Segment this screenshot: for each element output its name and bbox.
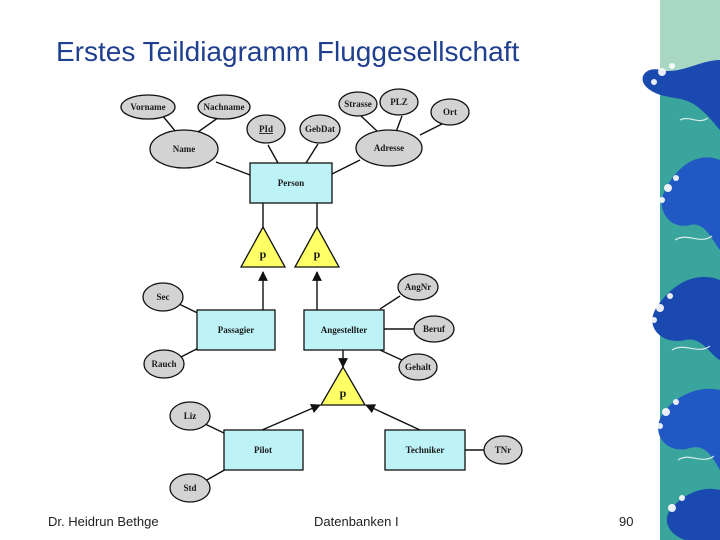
isa-arrows — [258, 271, 421, 431]
footer-page-number: 90 — [619, 514, 634, 529]
isa-passagier-label: p — [260, 247, 267, 261]
attribute-angnr: AngNr — [397, 273, 439, 301]
attribute-pid: PId — [246, 114, 286, 144]
attribute-gehalt-label: Gehalt — [405, 362, 431, 372]
attribute-liz-label: Liz — [184, 411, 197, 421]
entity-person-label: Person — [278, 178, 305, 188]
entity-angestellter-label: Angestellter — [321, 325, 367, 335]
entity-passagier: Passagier — [196, 309, 276, 351]
attribute-gebdat: GebDat — [299, 114, 341, 144]
footer-course: Datenbanken I — [314, 514, 399, 529]
isa-triangle-angestellter-sub: p — [319, 365, 367, 406]
attribute-std: Std — [169, 473, 211, 503]
attribute-name: Name — [149, 129, 219, 169]
attribute-tnr: TNr — [483, 435, 523, 465]
attribute-nachname: Nachname — [197, 94, 251, 120]
entities: Person Passagier Angestellter Pilot Tech… — [196, 162, 466, 471]
attribute-plz-label: PLZ — [390, 97, 408, 107]
connectors — [161, 114, 484, 482]
attribute-strasse: Strasse — [338, 91, 378, 117]
attribute-sec-label: Sec — [157, 292, 170, 302]
attribute-ort-label: Ort — [443, 107, 457, 117]
attribute-rauch: Rauch — [143, 349, 185, 379]
isa-angestellter-label: p — [314, 247, 321, 261]
attribute-nachname-label: Nachname — [204, 102, 245, 112]
attribute-pid-label: PId — [259, 124, 273, 134]
entity-techniker-label: Techniker — [406, 445, 445, 455]
attribute-adresse: Adresse — [355, 129, 423, 167]
attribute-tnr-label: TNr — [495, 445, 512, 455]
attribute-adresse-label: Adresse — [374, 143, 404, 153]
attribute-beruf: Beruf — [413, 315, 455, 343]
attribute-strasse-label: Strasse — [344, 99, 372, 109]
entity-pilot: Pilot — [223, 429, 304, 471]
attribute-liz: Liz — [169, 401, 211, 431]
attribute-std-label: Std — [183, 483, 196, 493]
isa-triangle-angestellter: p — [293, 225, 341, 268]
entity-techniker: Techniker — [384, 429, 466, 471]
entity-pilot-label: Pilot — [254, 445, 272, 455]
attribute-ort: Ort — [430, 98, 470, 126]
entity-passagier-label: Passagier — [218, 325, 255, 335]
attribute-gebdat-label: GebDat — [305, 124, 335, 134]
attribute-sec: Sec — [142, 282, 184, 312]
attribute-angnr-label: AngNr — [405, 282, 432, 292]
wave-decoration — [642, 0, 720, 540]
isa-triangle-passagier: p — [239, 225, 287, 268]
footer-author: Dr. Heidrun Bethge — [48, 514, 159, 529]
isa-angestellter-sub-label: p — [340, 386, 347, 400]
attributes: Vorname Nachname Strasse PLZ Ort PId Geb… — [120, 88, 523, 503]
slide-title: Erstes Teildiagramm Fluggesellschaft — [56, 36, 520, 67]
attribute-name-label: Name — [173, 144, 196, 154]
attribute-rauch-label: Rauch — [151, 359, 176, 369]
attribute-plz: PLZ — [379, 88, 419, 116]
attribute-gehalt: Gehalt — [398, 353, 438, 381]
attribute-vorname-label: Vorname — [130, 102, 165, 112]
attribute-vorname: Vorname — [120, 94, 176, 120]
entity-person: Person — [249, 162, 333, 204]
attribute-beruf-label: Beruf — [423, 324, 446, 334]
entity-angestellter: Angestellter — [303, 309, 385, 351]
specializations: p p p — [239, 225, 367, 406]
